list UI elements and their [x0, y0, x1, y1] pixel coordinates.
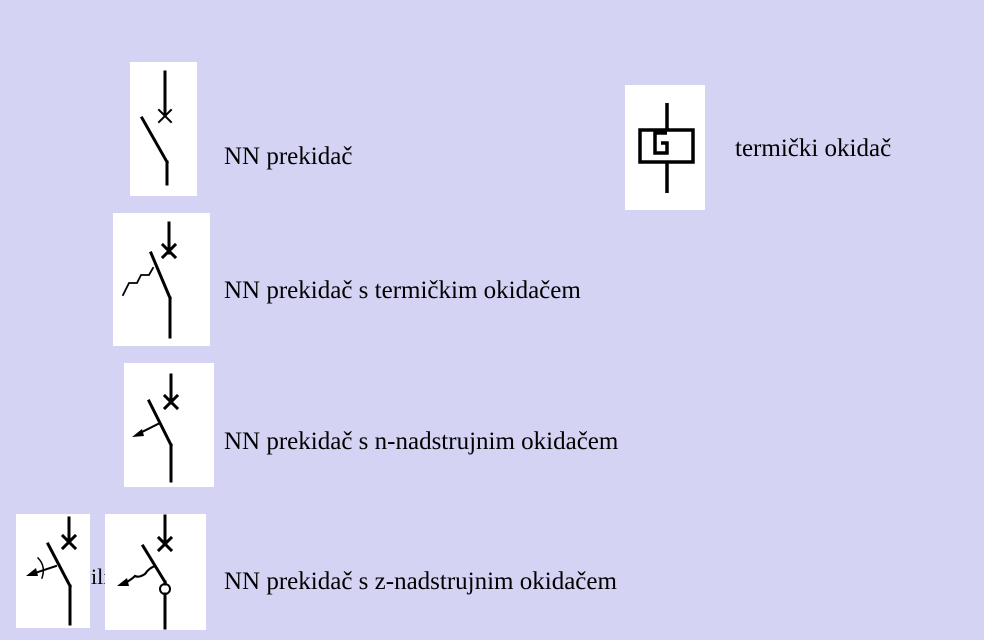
breaker-thermal-symbol	[113, 213, 210, 346]
symbol-label: termički okidač	[735, 135, 892, 162]
breaker-n-overcurrent-icon	[132, 373, 180, 483]
thermal-trip-symbol	[625, 85, 705, 210]
breaker-z-overcurrent-symbol-a	[16, 514, 90, 628]
symbol-label: NN prekidač s termičkim okidačem	[224, 277, 581, 304]
thermal-trip-icon	[638, 103, 695, 193]
breaker-n-overcurrent-symbol	[124, 363, 214, 487]
breaker-z-overcurrent-icon	[26, 516, 78, 626]
breaker-icon	[139, 70, 173, 186]
symbol-label: NN prekidač s n-nadstrujnim okidačem	[224, 428, 619, 455]
breaker-z-overcurrent-icon	[117, 514, 174, 630]
breaker-z-overcurrent-symbol-b	[105, 514, 206, 630]
or-connector: ili	[91, 564, 110, 589]
symbol-label: NN prekidač	[224, 143, 353, 170]
symbol-label: NN prekidač s z-nadstrujnim okidačem	[224, 568, 617, 595]
breaker-thermal-trip-icon	[121, 221, 178, 339]
breaker-symbol	[130, 62, 197, 196]
